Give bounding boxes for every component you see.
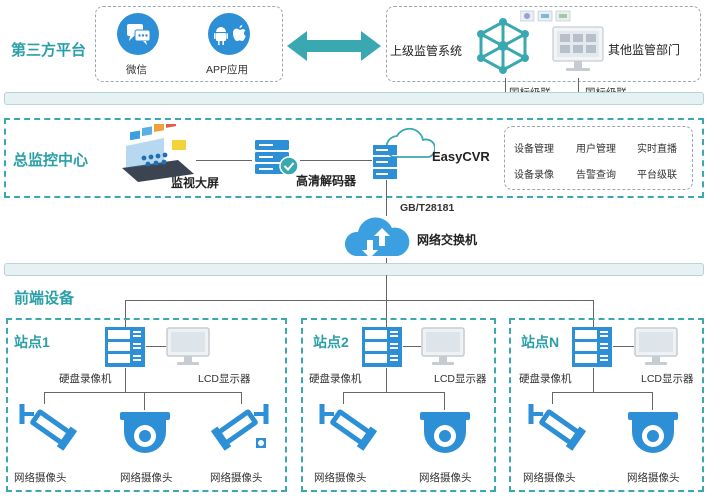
function-item: 实时直播 <box>637 144 677 155</box>
cascade-line-right <box>578 78 579 92</box>
decoder-label: 高清解码器 <box>296 174 357 188</box>
bidirectional-arrow-icon <box>285 28 383 69</box>
site-title: 站点2 <box>313 334 349 350</box>
site2-drop-line <box>386 300 387 330</box>
siten-drop-line <box>593 300 594 330</box>
network-switch-icon <box>342 214 412 265</box>
site-box-n <box>509 318 704 492</box>
nvr-icon <box>571 326 613 373</box>
nvr-label: 硬盘录像机 <box>59 373 112 385</box>
site-trunk-line <box>125 300 593 301</box>
camera-drop-line <box>552 392 553 404</box>
camera-trunk-line <box>386 368 387 392</box>
mini-chart-icon <box>519 9 580 27</box>
camera-drop-line <box>241 392 242 404</box>
camera-drop-line <box>652 392 653 410</box>
dome-camera-icon <box>118 410 172 463</box>
wall-decoder-line <box>196 160 252 161</box>
cascade-line-left <box>505 78 506 92</box>
camera-label: 网络摄像头 <box>523 472 576 484</box>
wechat-label: 微信 <box>126 64 147 76</box>
camera-label: 网络摄像头 <box>14 472 67 484</box>
bullet-camera-icon <box>16 402 78 461</box>
lcd-monitor-icon <box>166 327 210 372</box>
video-wall-icon <box>120 118 196 187</box>
decoder-icon <box>253 138 299 183</box>
nvr-icon <box>104 326 146 373</box>
function-item: 用户管理 <box>576 144 616 155</box>
lcd-monitor-icon <box>421 327 465 372</box>
center-title: 总监控中心 <box>13 152 89 169</box>
switch-bus-line <box>386 258 387 266</box>
site-title: 站点N <box>521 334 560 350</box>
nvr-lcd-line <box>613 346 634 347</box>
camera-label: 网络摄像头 <box>314 472 367 484</box>
easycvr-server-icon <box>371 127 436 186</box>
camera-drop-line <box>343 392 344 404</box>
bus-bar-top <box>4 92 704 105</box>
video-wall-label: 监视大屏 <box>171 176 220 190</box>
dome-camera-icon <box>626 410 680 463</box>
bullet-camera-icon <box>210 402 272 461</box>
bus-bar-bottom <box>4 263 704 276</box>
camera-drop-line <box>444 392 445 410</box>
supervision-box <box>386 6 701 82</box>
camera-trunk-line <box>125 368 126 392</box>
camera-branch-line <box>343 392 444 393</box>
site-box-1 <box>6 318 287 492</box>
center-box <box>4 118 704 198</box>
lcd-label: LCD显示器 <box>641 373 694 385</box>
camera-trunk-line <box>593 368 594 392</box>
bullet-camera-icon <box>316 402 378 461</box>
nvr-lcd-line <box>146 346 166 347</box>
bullet-camera-icon <box>525 402 587 461</box>
lcd-label: LCD显示器 <box>434 373 487 385</box>
function-item: 平台级联 <box>637 170 677 181</box>
easycvr-label: EasyCVR <box>432 149 490 164</box>
site-box-2 <box>301 318 496 492</box>
nvr-label: 硬盘录像机 <box>519 373 572 385</box>
nvr-icon <box>361 326 403 373</box>
nvr-lcd-line <box>403 346 421 347</box>
superior-system-label: 上级监管系统 <box>390 44 463 58</box>
function-item: 告警查询 <box>576 170 616 181</box>
other-dept-label: 其他监管部门 <box>608 43 681 57</box>
site-title: 站点1 <box>14 334 50 350</box>
function-item: 设备管理 <box>514 144 554 155</box>
lcd-label: LCD显示器 <box>198 373 251 385</box>
camera-label: 网络摄像头 <box>419 472 472 484</box>
camera-branch-line <box>44 392 241 393</box>
lcd-monitor-icon <box>634 327 678 372</box>
network-node-icon <box>475 18 531 79</box>
switch-label: 网络交换机 <box>417 233 478 247</box>
dome-camera-icon <box>418 410 472 463</box>
function-item: 设备录像 <box>514 170 554 181</box>
camera-branch-line <box>552 392 652 393</box>
wechat-icon[interactable] <box>116 12 160 61</box>
decoder-server-line <box>300 160 372 161</box>
client-apps-box <box>95 6 283 82</box>
camera-label: 网络摄像头 <box>627 472 680 484</box>
app-label: APP应用 <box>206 64 249 76</box>
camera-label: 网络摄像头 <box>210 472 263 484</box>
frontend-title: 前端设备 <box>14 290 75 307</box>
camera-label: 网络摄像头 <box>120 472 173 484</box>
site1-drop-line <box>125 300 126 330</box>
camera-drop-line <box>144 392 145 410</box>
computer-monitor-icon <box>552 24 604 81</box>
third-party-title: 第三方平台 <box>11 42 87 59</box>
camera-drop-line <box>44 392 45 404</box>
server-switch-line <box>386 180 387 216</box>
app-icon[interactable] <box>207 12 251 61</box>
functions-box <box>504 126 693 190</box>
bus-drop-line <box>386 275 387 300</box>
protocol-label: GB/T28181 <box>400 202 455 214</box>
nvr-label: 硬盘录像机 <box>309 373 362 385</box>
